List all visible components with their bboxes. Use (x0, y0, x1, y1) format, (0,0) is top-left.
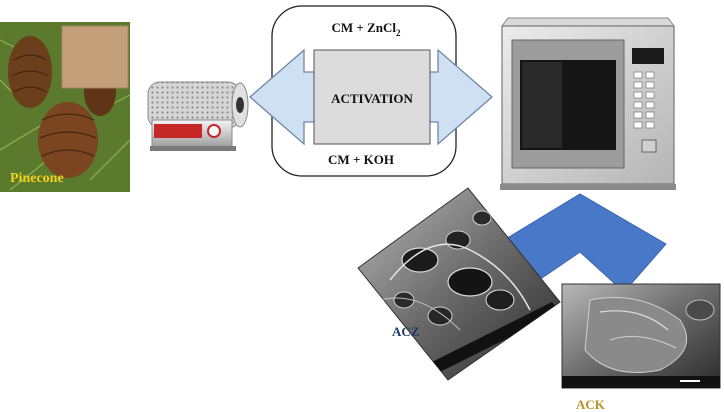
acz-label: ACZ (392, 324, 420, 339)
reagent-bottom-label: CM + KOH (328, 152, 394, 167)
microwave-icon (500, 18, 676, 190)
ack-sem-image: ACK (562, 284, 720, 412)
activation-label: ACTIVATION (331, 91, 413, 106)
acz-sem-image: ACZ (358, 188, 560, 380)
pinecone-label: Pinecone (10, 171, 64, 186)
tube-furnace-icon (148, 82, 248, 151)
ack-label: ACK (576, 397, 606, 412)
pinecone-photo: Pinecone (0, 22, 130, 192)
